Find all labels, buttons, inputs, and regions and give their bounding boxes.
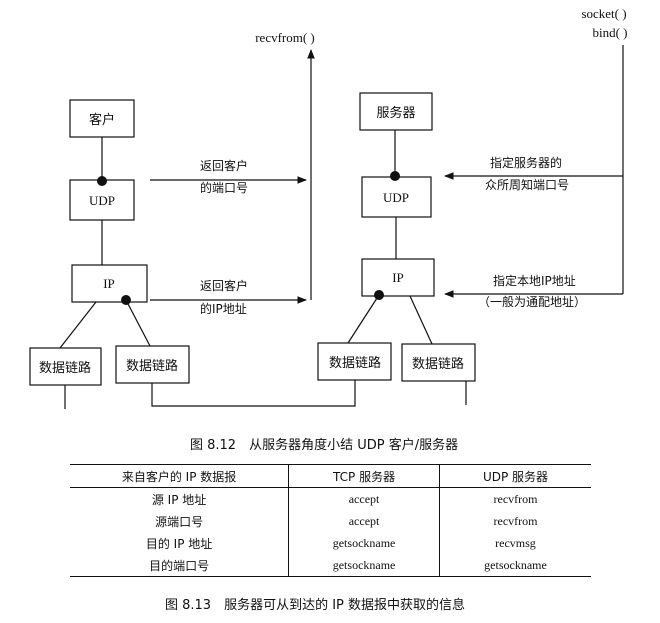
row-label-dest-ip: 目的 IP 地址 [145, 536, 213, 551]
table-row: 目的 IP 地址 getsockname recvmsg [70, 532, 591, 554]
server-datalink2-label: 数据链路 [412, 356, 464, 372]
table-row: 目的端口号 getsockname getsockname [70, 554, 591, 577]
server-udp-dot [390, 171, 400, 181]
server-udp-label: UDP [383, 190, 409, 205]
client-ip-label: IP [103, 276, 115, 291]
cell-udp: recvfrom [438, 510, 591, 532]
cell-udp: getsockname [438, 554, 591, 577]
server-app-box [359, 92, 433, 131]
col-header-ip-datagram: 来自客户的 IP 数据报 [70, 464, 289, 488]
client-udp-dot [97, 176, 107, 186]
bind-label: bind( ) [592, 25, 627, 40]
client-ip-dot [121, 295, 131, 305]
server-app-label: 服务器 [376, 105, 415, 121]
cell-tcp: getsockname [288, 554, 440, 577]
row-label-dest-port: 目的端口号 [70, 554, 289, 577]
col-header-udp-server: UDP 服务器 [438, 464, 591, 488]
server-ip-label: IP [392, 270, 404, 285]
table-header-row: 来自客户的 IP 数据报 TCP 服务器 UDP 服务器 [70, 464, 591, 488]
well-known-line2: 众所周知端口号 [485, 178, 569, 192]
local-ip-line1: 指定本地IP地址 [493, 273, 576, 288]
cell-udp: recvfrom [438, 487, 591, 510]
client-datalink1-label: 数据链路 [39, 360, 91, 376]
server-datalink2-box [401, 343, 476, 382]
figure-8-12-caption: 图 8.12 从服务器角度小结 UDP 客户/服务器 [190, 438, 459, 453]
server-datalink1-label: 数据链路 [329, 355, 381, 371]
recvfrom-label: recvfrom( ) [255, 30, 315, 45]
client-ip-box [71, 264, 148, 303]
well-known-line1: 指定服务器的 [490, 155, 562, 170]
cell-tcp: getsockname [288, 532, 440, 554]
cell-tcp: accept [288, 510, 440, 532]
cell-udp: recvmsg [438, 532, 591, 554]
cell-tcp: accept [288, 487, 440, 510]
return-ip-line1: 返回客户 [200, 278, 248, 293]
return-port-line2: 的端口号 [200, 180, 248, 195]
return-port-line1: 返回客户 [200, 158, 248, 173]
figure-8-13-caption: 图 8.13 服务器可从到达的 IP 数据报中获取的信息 [165, 598, 466, 613]
client-udp-label: UDP [89, 193, 115, 208]
server-info-table: 来自客户的 IP 数据报 TCP 服务器 UDP 服务器 源 IP 地址 acc… [70, 464, 591, 577]
server-ip-dot [374, 290, 384, 300]
local-ip-line2: （一般为通配地址） [478, 294, 586, 309]
return-ip-line2: 的IP地址 [200, 301, 247, 316]
col-header-tcp-server: TCP 服务器 [288, 464, 440, 488]
row-label-source-port: 源端口号 [155, 514, 204, 529]
server-ip-box [361, 258, 435, 297]
table-row: 源 IP 地址 accept recvfrom [70, 487, 591, 510]
socket-label: socket( ) [581, 6, 626, 21]
row-label-source-ip: 源 IP 地址 [151, 492, 207, 507]
table-row: 源端口号 accept recvfrom [70, 510, 591, 532]
client-app-label: 客户 [89, 112, 115, 128]
client-datalink2-label: 数据链路 [126, 358, 178, 374]
